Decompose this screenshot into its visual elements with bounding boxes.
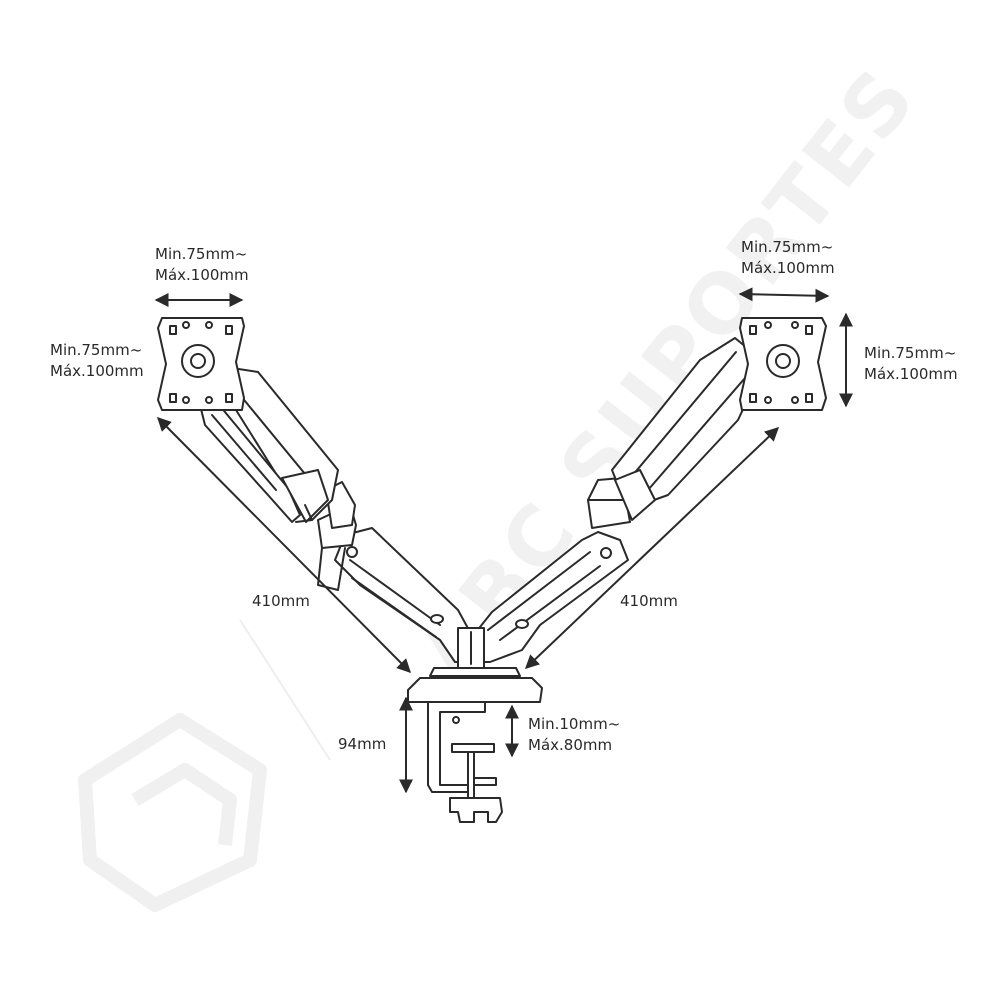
left-width-label: Min.75mm~ Máx.100mm [155, 244, 249, 286]
left-height-label: Min.75mm~ Máx.100mm [50, 340, 144, 382]
right-upper-arm [611, 337, 753, 521]
left-height-label-line1: Min.75mm~ [50, 341, 143, 359]
right-height-label-line1: Min.75mm~ [864, 344, 957, 362]
watermark-line [239, 619, 331, 761]
left-height-label-line2: Máx.100mm [50, 362, 144, 380]
right-arm-length-arrow [524, 427, 780, 669]
desk-thickness-label: Min.10mm~ Máx.80mm [528, 714, 620, 756]
desk-thickness-label-line2: Máx.80mm [528, 736, 613, 754]
right-arm-length-label: 410mm [620, 592, 678, 610]
right-width-label-line2: Máx.100mm [741, 259, 835, 277]
right-height-label-line2: Máx.100mm [864, 365, 958, 383]
left-width-label-line2: Máx.100mm [155, 266, 249, 284]
right-width-label: Min.75mm~ Máx.100mm [741, 237, 835, 279]
right-width-label-line1: Min.75mm~ [741, 238, 834, 256]
desk-clamp [427, 701, 503, 823]
clamp-height-label: 94mm [338, 735, 387, 753]
watermark-logo-icon [78, 713, 267, 912]
left-vesa-plate [157, 317, 245, 411]
right-height-label: Min.75mm~ Máx.100mm [864, 343, 958, 385]
center-pole [429, 627, 521, 677]
left-arm-length-label: 410mm [252, 592, 310, 610]
left-arm-length-arrow [157, 417, 411, 673]
left-lower-arm [334, 527, 471, 663]
desk-thickness-label-line1: Min.10mm~ [528, 715, 621, 733]
left-width-label-line1: Min.75mm~ [155, 245, 248, 263]
right-width-arrow [738, 287, 830, 303]
right-vesa-plate [739, 317, 827, 411]
base-plate [407, 677, 543, 703]
